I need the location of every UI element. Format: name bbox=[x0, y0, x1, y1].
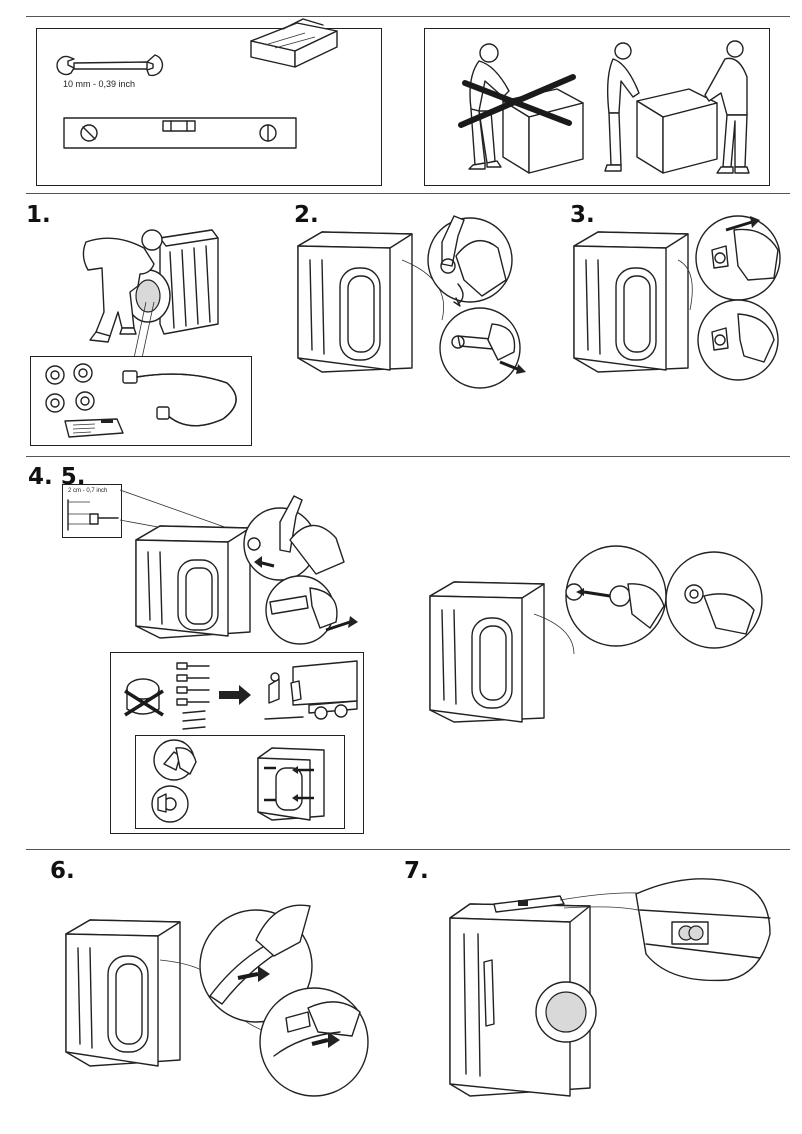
tools-panel: 10 mm - 0,39 inch bbox=[36, 18, 382, 186]
step-4-5-illustration bbox=[135, 495, 358, 645]
section-divider-3 bbox=[26, 849, 790, 850]
hose-icon bbox=[122, 370, 237, 427]
plug-caps-icon bbox=[45, 363, 95, 413]
depth-gauge-label: 2 cm - 0,7 inch bbox=[68, 488, 108, 494]
transit-bolts-box bbox=[110, 652, 364, 834]
bolt-insert-subbox bbox=[135, 735, 345, 829]
wrench-size-label: 10 mm - 0,39 inch bbox=[63, 79, 136, 89]
correct-lift-illustration bbox=[604, 40, 750, 174]
arrow-icon bbox=[219, 685, 251, 705]
step-1-machine-illustration bbox=[82, 229, 219, 343]
spirit-level-icon bbox=[63, 117, 297, 149]
depth-gauge-box bbox=[62, 484, 122, 538]
step-7-illustration bbox=[449, 878, 771, 1097]
step-6-illustration bbox=[65, 904, 369, 1097]
bolt-removal-circle bbox=[151, 739, 197, 823]
step-1-pointer-line bbox=[133, 301, 155, 359]
step-1-number: 1. bbox=[26, 202, 51, 228]
truck-icon bbox=[264, 660, 358, 720]
toolbox-icon bbox=[250, 18, 338, 68]
plug-caps-insert-illustration bbox=[429, 545, 763, 723]
step-3-illustration bbox=[573, 215, 781, 381]
step-2-number: 2. bbox=[294, 202, 319, 228]
section-divider-1 bbox=[26, 193, 790, 194]
bolt-insert-machine bbox=[257, 747, 325, 821]
lifting-panel bbox=[424, 28, 770, 186]
drum-support-icon bbox=[124, 678, 164, 717]
cross-out-icon bbox=[458, 74, 576, 128]
step-7-number: 7. bbox=[404, 858, 429, 884]
wrench-icon bbox=[56, 54, 164, 77]
top-rule bbox=[26, 16, 790, 17]
depth-gauge-illustration bbox=[67, 499, 119, 531]
transit-bolt-icon bbox=[176, 662, 210, 730]
step-2-illustration bbox=[297, 215, 526, 389]
manual-booklet-icon bbox=[64, 418, 124, 438]
section-divider-2 bbox=[26, 456, 790, 457]
step-1-parts-box bbox=[30, 356, 252, 446]
step-6-number: 6. bbox=[50, 858, 75, 884]
step-3-number: 3. bbox=[570, 202, 595, 228]
